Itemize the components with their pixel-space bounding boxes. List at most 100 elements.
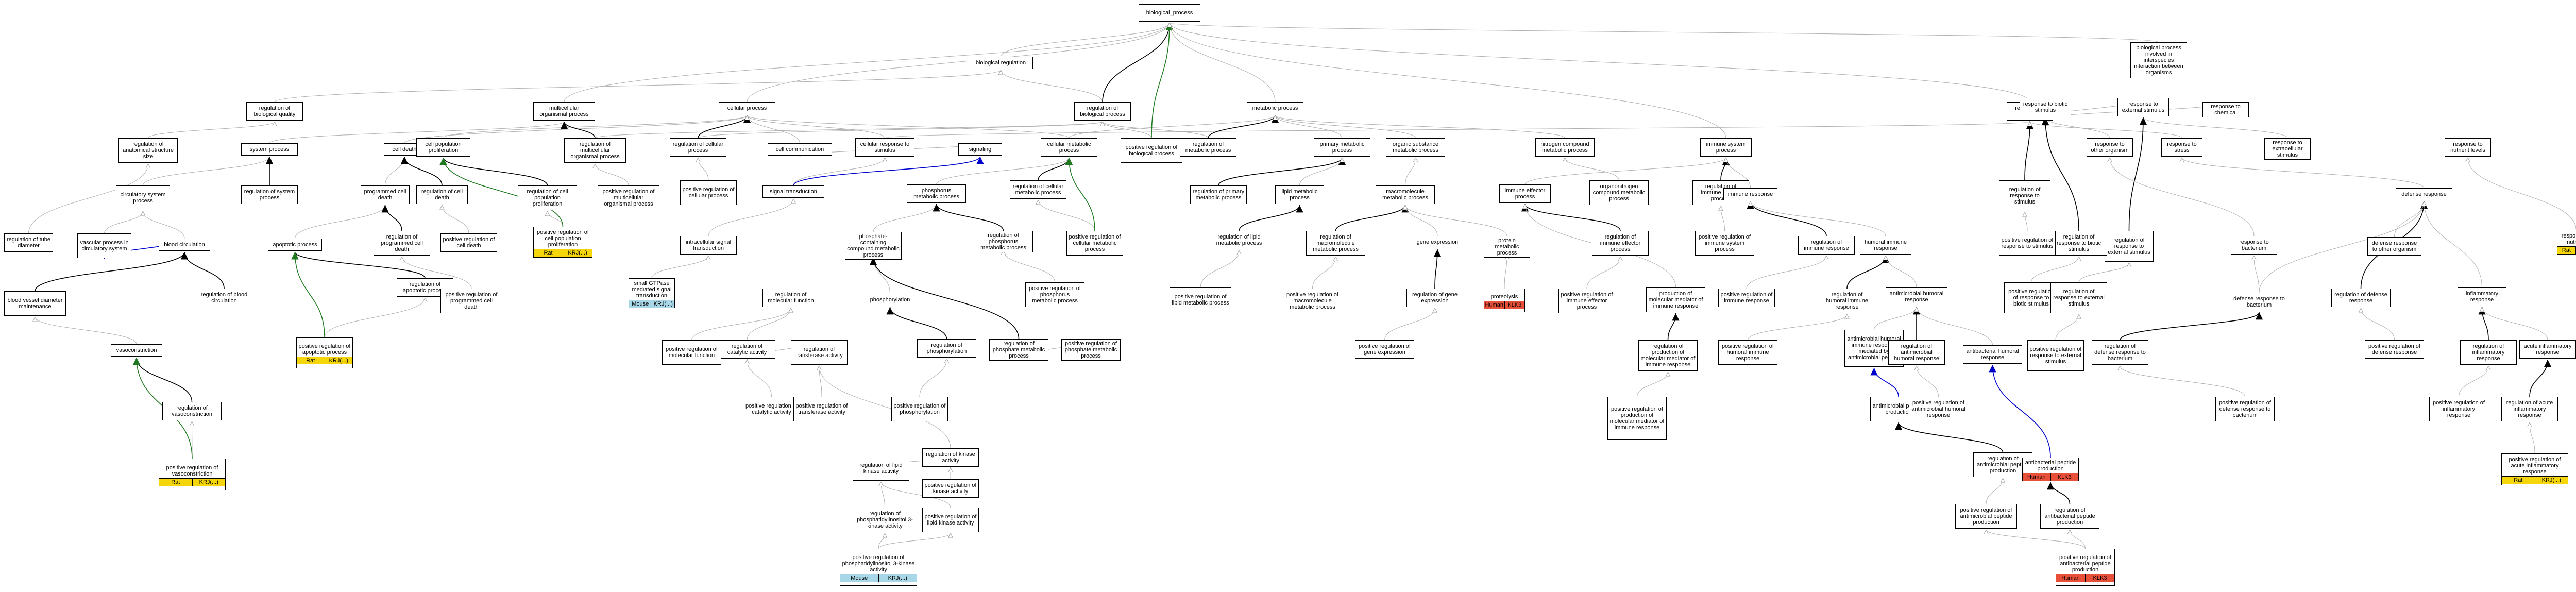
go-term-rinflam[interactable]: regulation of inflammatory response — [2460, 340, 2517, 365]
go-term-posrcellproc[interactable]: positive regulation of cellular process — [680, 180, 737, 205]
go-term-rphosphate[interactable]: regulation of phosphate metabolic proces… — [989, 339, 1048, 361]
go-term-cellproc[interactable]: cellular process — [719, 102, 775, 114]
go-term-macromol[interactable]: macromolecule metabolic process — [1376, 185, 1435, 204]
go-term-rdefbact[interactable]: regulation of defense response to bacter… — [2092, 340, 2148, 365]
go-term-posrmolfunc[interactable]: positive regulation of molecular functio… — [662, 340, 721, 365]
go-term-rlipidmetab[interactable]: regulation of lipid metabolic process — [1211, 231, 1267, 249]
go-term-smallgtp[interactable]: small GTPase mediated signal transductio… — [629, 278, 675, 308]
go-term-cellresp[interactable]: cellular response to stimulus — [855, 138, 914, 157]
go-term-bpinv[interactable]: biological process involved in interspec… — [2130, 42, 2187, 78]
go-term-pcd[interactable]: programmed cell death — [361, 185, 410, 204]
go-term-posrhumoral[interactable]: positive regulation of humoral immune re… — [1718, 340, 1777, 365]
go-term-rresp[interactable]: regulation of response to stimulus — [1999, 180, 2050, 211]
go-term-rquality[interactable]: regulation of biological quality — [246, 102, 303, 121]
go-term-posrkinase[interactable]: positive regulation of kinase activity — [922, 479, 979, 498]
go-term-posrphosphate[interactable]: positive regulation of phosphate metabol… — [1061, 339, 1121, 361]
go-term-rvasocon[interactable]: regulation of vasoconstriction — [162, 402, 222, 420]
go-term-phosph[interactable]: phosphorylation — [866, 294, 914, 306]
go-term-posrantimicro[interactable]: positive regulation of antimicrobial hum… — [1909, 397, 1968, 421]
go-term-vasocon[interactable]: vasoconstriction — [111, 344, 162, 357]
go-term-posrprodmol[interactable]: positive regulation of production of mol… — [1607, 397, 1667, 440]
go-term-respnutrient[interactable]: response to nutrientRatKRJ(...) — [2557, 231, 2576, 255]
go-term-defresp[interactable]: defense response — [2396, 188, 2452, 200]
go-term-geneexp[interactable]: gene expression — [1412, 236, 1463, 248]
go-term-posrantimicropep[interactable]: positive regulation of antimicrobial pep… — [1955, 504, 2017, 529]
go-term-posrrespext[interactable]: positive regulation of response to exter… — [2027, 340, 2084, 371]
go-term-antibact[interactable]: antibacterial humoral response — [1963, 345, 2022, 364]
go-term-bloodvessel[interactable]: blood vessel diameter maintenance — [4, 291, 66, 316]
go-term-posrlipidkinase[interactable]: positive regulation of lipid kinase acti… — [922, 508, 979, 532]
go-term-respbact[interactable]: response to bacterium — [2231, 236, 2277, 255]
go-term-immsys[interactable]: immune system process — [1700, 138, 1752, 157]
go-term-defbact[interactable]: defense response to bacterium — [2231, 293, 2287, 311]
go-term-rcelldeath[interactable]: regulation of cell death — [416, 185, 468, 204]
go-term-rrespext[interactable]: regulation of response to external stimu… — [2105, 231, 2154, 262]
go-term-nitro[interactable]: nitrogen compound metabolic process — [1535, 138, 1595, 157]
go-term-rpcd[interactable]: regulation of programmed cell death — [374, 231, 430, 256]
go-term-acuteinf[interactable]: acute inflammatory response — [2519, 340, 2576, 359]
go-term-rimmeff[interactable]: regulation of immune effector process — [1592, 231, 1649, 256]
go-term-rbp[interactable]: regulation of biological process — [1074, 102, 1131, 121]
go-term-posrcellpop[interactable]: positive regulation of cell population p… — [533, 227, 592, 258]
go-term-ranat[interactable]: regulation of anatomical structure size — [118, 138, 178, 163]
go-term-posrapop[interactable]: positive regulation of apoptotic process… — [296, 337, 353, 368]
go-term-rkinase[interactable]: regulation of kinase activity — [922, 448, 979, 467]
go-term-posrgeneexp[interactable]: positive regulation of gene expression — [1355, 340, 1414, 359]
go-term-primmetab[interactable]: primary metabolic process — [1314, 138, 1370, 157]
go-term-rpi3k[interactable]: regulation of phosphatidylinositol 3-kin… — [853, 508, 917, 532]
go-term-posrrespstim[interactable]: positive regulation of response to stimu… — [1999, 231, 2056, 256]
go-term-posracuteinf[interactable]: positive regulation of acute inflammator… — [2501, 453, 2568, 485]
go-term-posrtransf[interactable]: positive regulation of transferase activ… — [793, 397, 850, 421]
go-term-rprodmol[interactable]: regulation of production of molecular me… — [1638, 340, 1698, 371]
go-term-posrcellmetab[interactable]: positive regulation of cellular metaboli… — [1066, 231, 1123, 256]
go-term-rtubediam[interactable]: regulation of tube diameter — [4, 233, 53, 252]
go-term-humoral[interactable]: humoral immune response — [1860, 236, 1911, 255]
go-term-antimicro[interactable]: antimicrobial humoral response — [1886, 287, 1947, 306]
go-term-rrespbio[interactable]: regulation of response to biotic stimulu… — [2050, 231, 2107, 256]
go-term-cellpop[interactable]: cell population proliferation — [416, 138, 470, 157]
go-term-posrinflam[interactable]: positive regulation of inflammatory resp… — [2429, 397, 2488, 421]
go-term-metab[interactable]: metabolic process — [1247, 102, 1303, 114]
go-term-posrlipidmetab[interactable]: positive regulation of lipid metabolic p… — [1170, 287, 1231, 312]
go-term-respext[interactable]: response to external stimulus — [2117, 98, 2169, 116]
go-term-posrdefresp[interactable]: positive regulation of defense response — [2365, 340, 2424, 359]
go-term-bloodcirc[interactable]: blood circulation — [159, 239, 210, 251]
go-term-rmulti[interactable]: regulation of multicellular organismal p… — [564, 138, 626, 163]
go-term-rphosph[interactable]: regulation of phosphorylation — [917, 339, 976, 358]
go-term-proteinmetab[interactable]: protein metabolic process — [1484, 236, 1530, 258]
go-term-phosmetab2[interactable]: phosphate-containing compound metabolic … — [845, 232, 902, 260]
go-term-posrimmsys[interactable]: positive regulation of immune system pro… — [1695, 231, 1754, 256]
go-term-prodmol[interactable]: production of molecular mediator of immu… — [1646, 287, 1705, 312]
go-term-rantimicro[interactable]: regulation of antimicrobial humoral resp… — [1888, 340, 1945, 365]
go-term-posrmacromol[interactable]: positive regulation of macromolecule met… — [1283, 289, 1342, 313]
go-term-apop[interactable]: apoptotic process — [268, 239, 322, 251]
go-term-circ[interactable]: circulatory system process — [116, 185, 170, 210]
go-term-rlipidkinase[interactable]: regulation of lipid kinase activity — [853, 456, 909, 481]
go-term-signaling[interactable]: signaling — [958, 143, 1002, 156]
go-term-posrbp[interactable]: positive regulation of biological proces… — [1121, 138, 1182, 163]
go-term-rdefresp[interactable]: regulation of defense response — [2331, 289, 2391, 307]
go-term-rimmresp[interactable]: regulation of immune response — [1798, 236, 1855, 255]
go-term-resptox[interactable]: response to stress — [2161, 138, 2202, 157]
go-term-breg[interactable]: biological regulation — [969, 57, 1033, 69]
go-term-cellcomm[interactable]: cell communication — [768, 143, 832, 156]
go-term-sigtrans[interactable]: signal transduction — [762, 185, 824, 198]
go-term-rcellmetab[interactable]: regulation of cellular metabolic process — [1010, 180, 1066, 199]
go-term-rmacromol[interactable]: regulation of macromolecule metabolic pr… — [1306, 231, 1365, 256]
go-term-rgeneexp[interactable]: regulation of gene expression — [1406, 289, 1463, 307]
go-term-intrasig[interactable]: intracellular signal transduction — [680, 236, 737, 255]
go-term-posrimmresp[interactable]: positive regulation of immune response — [1718, 289, 1775, 307]
go-term-rsys[interactable]: regulation of system process — [241, 185, 298, 204]
go-term-rantibactpep[interactable]: regulation of antibacterial peptide prod… — [2040, 504, 2099, 529]
go-term-orgsub[interactable]: organic substance metabolic process — [1386, 138, 1445, 157]
go-term-posrimmeff[interactable]: positive regulation of immune effector p… — [1558, 289, 1615, 313]
go-term-posrantibactpep[interactable]: positive regulation of antibacterial pep… — [2056, 549, 2115, 586]
go-term-rmetab[interactable]: regulation of metabolic process — [1180, 138, 1236, 157]
go-term-posrcatal[interactable]: positive regulation of catalytic activit… — [742, 397, 801, 421]
go-term-rphosmetab[interactable]: regulation of phosphorus metabolic proce… — [974, 231, 1033, 252]
go-term-respother[interactable]: response to other organism — [2087, 138, 2133, 157]
go-term-rtransf[interactable]: regulation of transferase activity — [791, 340, 848, 365]
